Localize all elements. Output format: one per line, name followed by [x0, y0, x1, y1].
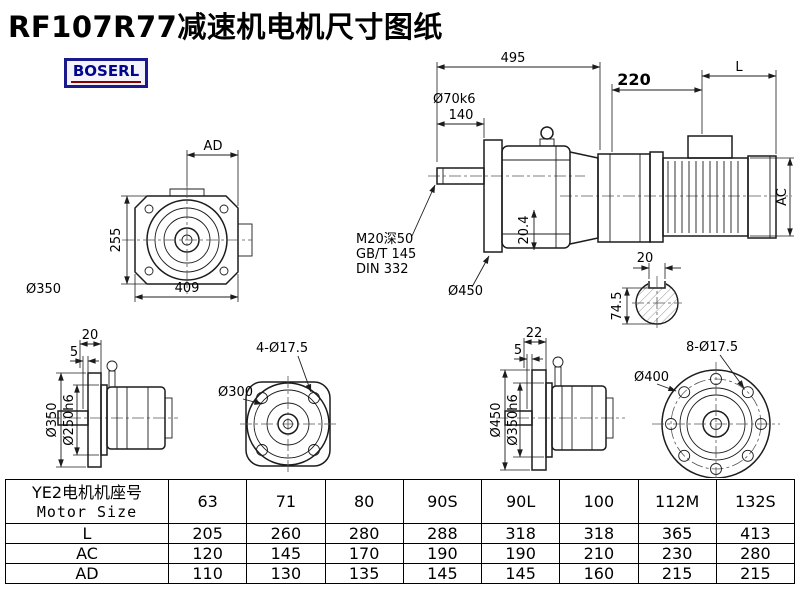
dim-495-label: 495	[501, 51, 526, 66]
dim-220-label: 220	[617, 70, 650, 89]
dim-d300-label: Ø300	[218, 385, 253, 400]
dim-409-label: 409	[175, 281, 200, 296]
eyebolt	[540, 126, 554, 140]
holes-4-label: 4-Ø17.5	[256, 341, 308, 356]
boserl-logo-text: BOSERL	[70, 63, 142, 83]
adapter-housing	[569, 151, 599, 245]
table-header-motor-size: YE2电机机座号 Motor Size	[5, 479, 169, 524]
dim-shaft-dia-label: Ø70k6	[433, 92, 476, 107]
table-row-AD: AD 110 130 135 145 145 160 215 215	[5, 563, 796, 584]
table-cell: 260	[246, 523, 326, 544]
header-en: Motor Size	[36, 502, 138, 521]
dim-flange-od-label: Ø350	[45, 402, 60, 437]
gearbox-housing-outline	[134, 195, 239, 285]
dim-22-label: 22	[526, 326, 543, 341]
table-header-row: YE2电机机座号 Motor Size 63 71 80 90S 90L 100…	[5, 479, 796, 524]
table-cell: 318	[559, 523, 639, 544]
size-col-header: 80	[324, 479, 404, 524]
motor-flange	[649, 151, 664, 243]
dim-20-label: 20	[82, 328, 99, 343]
size-col-header: 132S	[715, 479, 796, 524]
table-cell: 120	[167, 543, 248, 564]
size-col-header: 63	[167, 479, 248, 524]
table-cell: 288	[402, 523, 483, 544]
flange-front-view-small: 4-Ø17.5 Ø300	[218, 341, 336, 472]
size-col-header: 71	[246, 479, 326, 524]
table-cell: 215	[715, 563, 796, 584]
note-gbt-label: GB/T 145	[356, 247, 416, 262]
dim-5-label: 5	[514, 343, 522, 358]
holes-8-label: 8-Ø17.5	[686, 340, 738, 355]
dim-keyway-width-label: 20	[637, 251, 654, 266]
dim-d400-label: Ø400	[634, 370, 669, 385]
table-cell: 280	[715, 543, 796, 564]
size-col-header: 100	[559, 479, 639, 524]
table-cell: 135	[324, 563, 404, 584]
table-cell: 280	[324, 523, 404, 544]
row-label: AD	[5, 563, 169, 584]
table-cell: 318	[480, 523, 561, 544]
dim-255-label: 255	[109, 228, 124, 253]
table-cell: 160	[559, 563, 639, 584]
table-row-AC: AC 120 145 170 190 190 210 230 280	[5, 543, 796, 564]
table-cell: 210	[559, 543, 639, 564]
table-cell: 190	[480, 543, 561, 564]
dim-5-label: 5	[70, 345, 78, 360]
table-cell: 145	[246, 543, 326, 564]
size-col-header: 90S	[402, 479, 483, 524]
table-cell: 230	[637, 543, 717, 564]
eyebolt	[552, 356, 564, 368]
header-cn: YE2电机机座号	[31, 482, 143, 502]
table-row-L: L 205 260 280 288 318 318 365 413	[5, 523, 796, 544]
gearbox-flange	[483, 139, 503, 253]
technical-drawing: AD 255 409 Ø350	[26, 51, 794, 478]
side-view-drawing: 495 Ø70k6 140 220 L AC 20.4 M20深50 GB/T …	[356, 51, 794, 328]
dim-ac-label: AC	[775, 188, 790, 206]
flange-side-view-small: 20 5 Ø350 Ø250h6	[45, 328, 178, 468]
flange-plate	[87, 372, 102, 468]
dim-20-4-label: 20.4	[517, 216, 532, 245]
dim-spigot-label: Ø250h6	[62, 394, 77, 446]
note-tap-label: M20深50	[356, 232, 413, 247]
terminal-box	[687, 135, 733, 159]
row-label: L	[5, 523, 169, 544]
eyebolt	[106, 360, 118, 372]
motor-body	[662, 157, 749, 237]
motor-dimensions-table: YE2电机机座号 Motor Size 63 71 80 90S 90L 100…	[5, 479, 796, 584]
row-label: AC	[5, 543, 169, 564]
size-col-header: 112M	[637, 479, 717, 524]
dim-spigot-label: Ø350h6	[506, 394, 521, 446]
dim-140-label: 140	[449, 108, 474, 123]
table-cell: 145	[480, 563, 561, 584]
note-din-label: DIN 332	[356, 262, 409, 277]
flange-plate	[531, 369, 547, 471]
front-view-drawing: AD 255 409 Ø350	[26, 139, 253, 302]
table-cell: 190	[402, 543, 483, 564]
table-cell: 130	[246, 563, 326, 584]
table-cell: 413	[715, 523, 796, 544]
boserl-logo: BOSERL	[64, 58, 148, 88]
table-cell: 145	[402, 563, 483, 584]
flange-front-view-large: 8-Ø17.5 Ø400	[634, 340, 780, 478]
page-title: RF107R77减速机电机尺寸图纸	[8, 10, 443, 44]
gearbox-housing	[501, 145, 571, 249]
table-cell: 170	[324, 543, 404, 564]
dim-d350-label: Ø350	[26, 282, 61, 297]
table-cell: 205	[167, 523, 248, 544]
dim-ad-label: AD	[204, 139, 223, 154]
table-cell: 215	[637, 563, 717, 584]
table-cell: 110	[167, 563, 248, 584]
dim-74-5-label: 74.5	[610, 292, 625, 321]
table-cell: 365	[637, 523, 717, 544]
size-col-header: 90L	[480, 479, 561, 524]
dim-L-label: L	[735, 60, 743, 75]
dim-d450-label: Ø450	[448, 284, 483, 299]
flange-side-view-large: 22 5 Ø450 Ø350h6	[489, 326, 625, 471]
fan-cover	[747, 155, 777, 239]
dim-flange-od-label: Ø450	[489, 402, 504, 437]
